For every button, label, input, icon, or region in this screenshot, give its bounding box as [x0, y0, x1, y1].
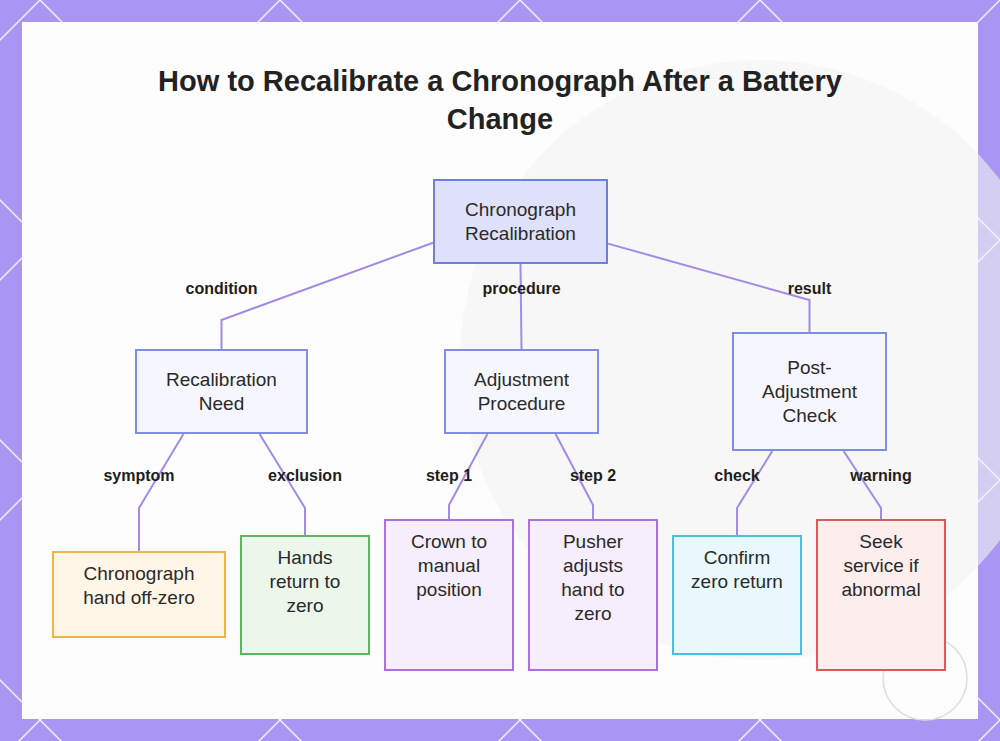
node-text: Chronograph Recalibration [447, 198, 594, 246]
edge-label: check [714, 467, 759, 485]
node-text: Seek service if abnormal [830, 530, 932, 602]
connector-line [844, 451, 881, 519]
node-text: Post-Adjustment Check [746, 356, 873, 428]
edge-label: result [788, 280, 832, 298]
diagram-title: How to Recalibrate a Chronograph After a… [150, 62, 850, 138]
node-text: Hands return to zero [254, 546, 356, 618]
edge-label: warning [850, 467, 911, 485]
category-box: Recalibration Need [135, 349, 308, 434]
connector-line [521, 264, 522, 349]
node-text: Adjustment Procedure [458, 368, 585, 416]
step-box: Crown to manual position [384, 519, 514, 671]
connector-line [608, 244, 810, 332]
node-text: Recalibration Need [149, 368, 294, 416]
category-box: Adjustment Procedure [444, 349, 599, 434]
edge-label: symptom [103, 467, 174, 485]
node-text: Confirm zero return [686, 546, 788, 594]
connector-line [737, 451, 772, 535]
node-text: Chronograph hand off-zero [66, 562, 212, 610]
edge-label: procedure [482, 280, 560, 298]
node-text: Crown to manual position [398, 530, 500, 602]
node-text: Pusher adjusts hand to zero [542, 530, 644, 626]
edge-label: step 1 [426, 467, 472, 485]
category-box: Post-Adjustment Check [732, 332, 887, 451]
edge-label: step 2 [570, 467, 616, 485]
edge-label: exclusion [268, 467, 342, 485]
step-box: Chronograph hand off-zero [52, 551, 226, 638]
edge-label: condition [186, 280, 258, 298]
step-box: Hands return to zero [240, 535, 370, 655]
category-box: Chronograph Recalibration [433, 179, 608, 264]
connector-line [139, 434, 183, 551]
connector-line [260, 434, 305, 535]
step-box: Pusher adjusts hand to zero [528, 519, 658, 671]
step-box: Confirm zero return [672, 535, 802, 655]
step-box: Seek service if abnormal [816, 519, 946, 671]
